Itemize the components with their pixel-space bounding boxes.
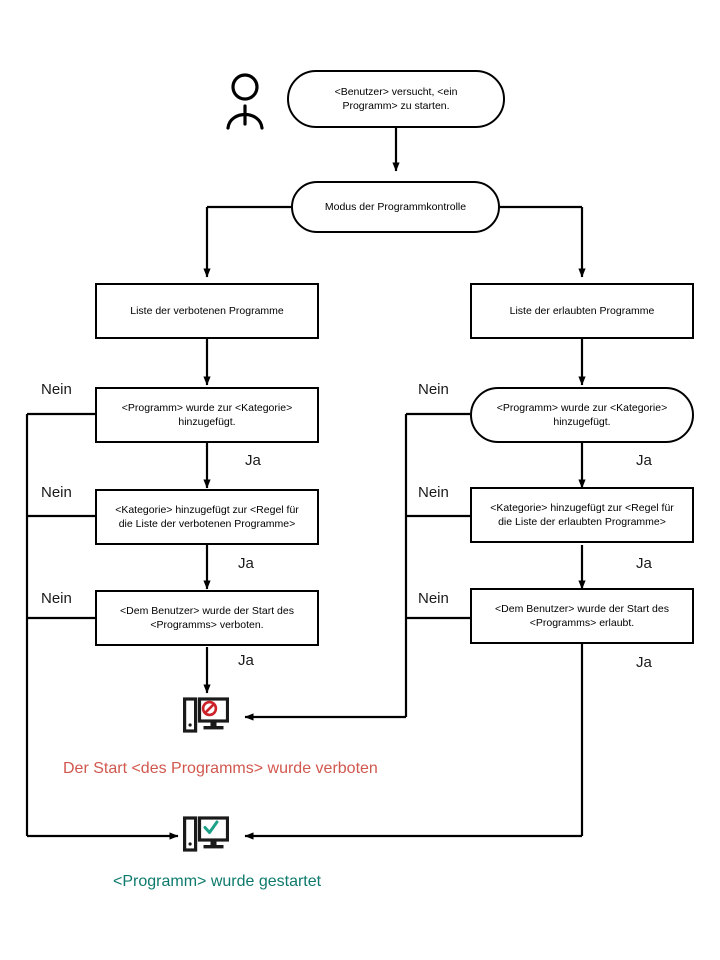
node-allow-rule-added[interactable]: <Kategorie> hinzugefügt zur <Regel für d… [470,487,694,543]
edge-label-ja-left-3: Ja [238,652,254,669]
node-control-mode-label: Modus der Programmkontrolle [324,200,467,213]
node-deny-category-added-line1: <Programm> wurde zur <Kategorie> [121,401,293,414]
outcome-denied-caption: Der Start <des Programms> wurde verboten [63,760,378,777]
outcome-allowed-caption: <Programm> wurde gestartet [113,873,322,890]
node-allow-category-added[interactable]: <Programm> wurde zur <Kategorie> hinzuge… [470,387,694,443]
node-allow-category-added-line1: <Programm> wurde zur <Kategorie> [496,401,668,414]
node-allow-rule-added-line2: die Liste der erlaubten Programme> [498,516,666,528]
edge-label-ja-right-3: Ja [636,654,652,671]
node-start[interactable]: <Benutzer> versucht, <ein Programm> zu s… [287,70,505,128]
node-deny-category-added-line2: hinzugefügt. [178,416,236,428]
computer-allowed-icon [183,816,229,852]
node-allowed-program-list[interactable]: Liste der erlaubten Programme [470,283,694,339]
node-deny-rule-added[interactable]: <Kategorie> hinzugefügt zur <Regel für d… [95,489,319,545]
edge-label-nein-right-3: Nein [418,590,449,607]
edge-label-ja-left-2: Ja [238,555,254,572]
node-deny-rule-added-line1: <Kategorie> hinzugefügt zur <Regel für [115,503,299,516]
edge-label-nein-right-2: Nein [418,484,449,501]
node-deny-rule-added-line2: die Liste der verbotenen Programme> [118,518,296,530]
edge-label-nein-left-2: Nein [41,484,72,501]
node-allowed-program-list-label: Liste der erlaubten Programme [509,304,655,317]
node-deny-category-added[interactable]: <Programm> wurde zur <Kategorie> hinzuge… [95,387,319,443]
node-user-start-allowed-line1: <Dem Benutzer> wurde der Start des [495,602,669,615]
edge-label-nein-right-1: Nein [418,381,449,398]
node-user-start-denied-line2: <Programms> verboten. [150,619,264,631]
node-start-line1: <Benutzer> versucht, <ein [334,85,458,98]
node-allow-category-added-line2: hinzugefügt. [553,416,611,428]
node-user-start-denied-line1: <Dem Benutzer> wurde der Start des [120,604,294,617]
node-user-start-allowed-line2: <Programms> erlaubt. [529,617,635,629]
node-user-start-allowed[interactable]: <Dem Benutzer> wurde der Start des <Prog… [470,588,694,644]
edge-label-ja-left-1: Ja [245,452,261,469]
computer-blocked-icon [183,697,229,733]
node-control-mode[interactable]: Modus der Programmkontrolle [291,181,500,233]
node-denied-program-list[interactable]: Liste der verbotenen Programme [95,283,319,339]
user-person-icon [226,73,264,130]
node-allow-rule-added-line1: <Kategorie> hinzugefügt zur <Regel für [490,501,674,514]
node-user-start-denied[interactable]: <Dem Benutzer> wurde der Start des <Prog… [95,590,319,646]
edge-label-ja-right-1: Ja [636,452,652,469]
edge-label-nein-left-1: Nein [41,381,72,398]
node-start-line2: Programm> zu starten. [342,100,450,112]
node-denied-program-list-label: Liste der verbotenen Programme [130,304,284,317]
edge-label-nein-left-3: Nein [41,590,72,607]
edge-label-ja-right-2: Ja [636,555,652,572]
